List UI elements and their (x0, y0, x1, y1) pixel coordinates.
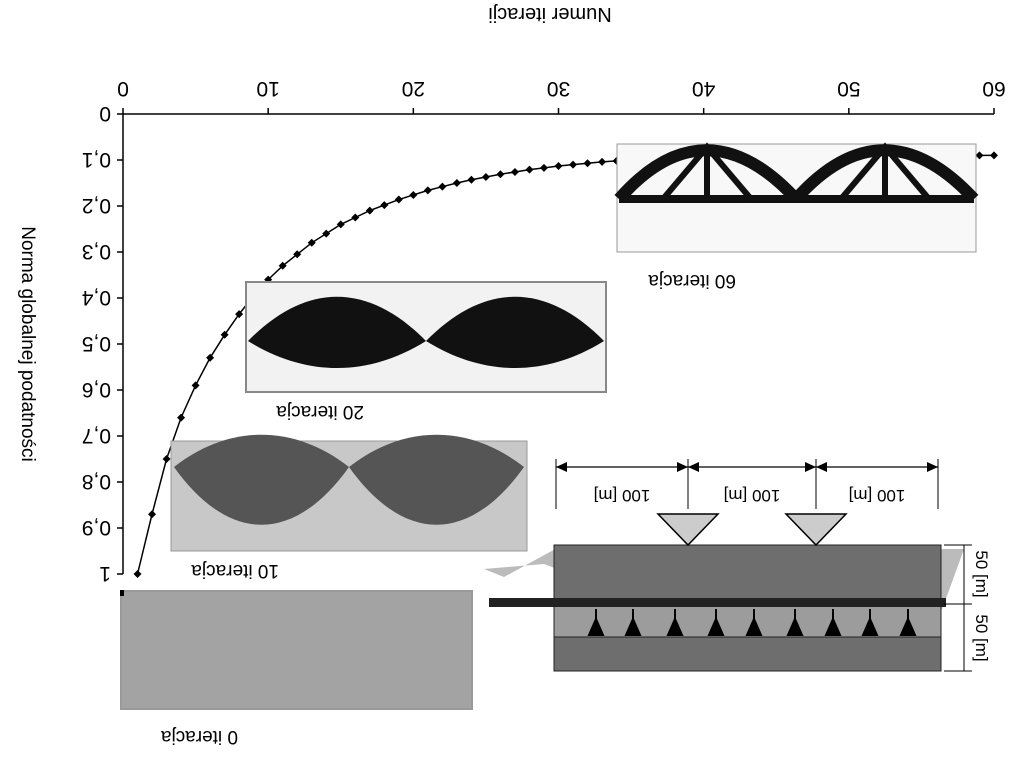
data-point (148, 510, 157, 519)
data-point (307, 238, 316, 247)
y-axis-ticks: 0 0,1 0,2 0,3 0,4 0,5 0,6 0,7 0,8 0,9 1 (81, 102, 123, 585)
data-point (133, 570, 142, 578)
y-tick-label: 1 (99, 562, 111, 585)
data-point (438, 182, 447, 191)
iteration-20-label: 20 iteracja (276, 401, 364, 422)
y-axis-title: Norma globalnej podatności (17, 226, 38, 462)
data-point (554, 161, 563, 170)
iteration-10-inset: 10 iteracja (170, 434, 528, 581)
data-point (525, 165, 534, 174)
data-point (191, 381, 200, 390)
y-tick-label: 0,8 (82, 470, 111, 493)
data-point (351, 213, 360, 222)
x-axis-title: Numer iteracji (488, 3, 611, 25)
x-tick-label: 0 (117, 77, 129, 100)
data-point (162, 455, 171, 463)
y-tick-label: 0,9 (82, 516, 111, 539)
data-point (380, 201, 389, 210)
span-label-1: 100 [m] (849, 486, 906, 505)
y-tick-label: 0,7 (82, 424, 111, 447)
x-tick-label: 20 (402, 77, 425, 100)
y-tick-label: 0,3 (82, 240, 111, 263)
iteration-60-label: 60 iteracja (648, 270, 736, 291)
y-tick-label: 0,1 (82, 148, 111, 171)
data-point (293, 250, 302, 259)
data-point (452, 179, 461, 187)
data-point (467, 175, 476, 184)
y-tick-label: 0,5 (82, 332, 111, 355)
iteration-10-label: 10 iteracja (191, 560, 279, 581)
data-point (409, 190, 418, 199)
data-point (365, 206, 374, 215)
height-label-2: 50 [m] (972, 550, 991, 597)
span-label-3: 100 [m] (594, 486, 651, 505)
x-axis-ticks: 0 10 20 30 40 50 60 (117, 77, 1006, 114)
iteration-20-inset: 20 iteracja (245, 281, 607, 422)
y-tick-label: 0,4 (81, 286, 111, 309)
data-point (336, 220, 345, 229)
data-point (583, 159, 592, 168)
data-point (423, 186, 432, 195)
x-tick-label: 40 (692, 77, 715, 100)
data-point (394, 195, 403, 204)
iteration-0-label: 0 iteracja (160, 726, 238, 747)
x-tick-label: 30 (547, 77, 570, 100)
data-point (278, 261, 287, 270)
data-point (990, 151, 998, 160)
data-point (235, 310, 244, 319)
y-tick-label: 0,6 (82, 378, 111, 401)
data-point (177, 413, 186, 422)
y-tick-label: 0 (99, 102, 111, 125)
x-tick-label: 10 (256, 77, 279, 100)
data-point (598, 157, 607, 166)
data-point (975, 151, 984, 160)
data-point (510, 167, 519, 176)
problem-schematic: 100 [m] 100 [m] 100 [m] 50 [m] 50 [m] (484, 459, 991, 672)
data-point (481, 173, 490, 182)
data-point (220, 330, 229, 339)
height-label-1: 50 [m] (972, 614, 991, 661)
iteration-60-inset: 60 iteracja (614, 142, 979, 291)
data-point (322, 229, 331, 238)
x-tick-label: 60 (982, 77, 1005, 100)
data-point (206, 353, 215, 362)
iteration-0-inset: 0 iteracja (120, 590, 473, 747)
data-point (539, 163, 548, 172)
y-tick-label: 0,2 (82, 194, 111, 217)
data-point (569, 160, 578, 169)
span-label-2: 100 [m] (724, 486, 781, 505)
x-tick-label: 50 (837, 77, 860, 100)
data-point (496, 170, 505, 179)
